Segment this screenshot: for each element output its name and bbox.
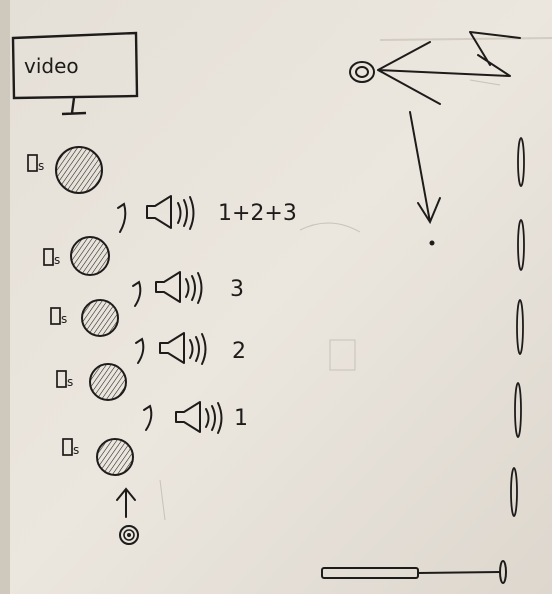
- timer-box-2: [43, 248, 54, 266]
- up-arrow: [116, 487, 136, 518]
- timer-box-1: [27, 154, 38, 172]
- start-spiral: [119, 525, 139, 545]
- timer-seconds-label: s: [67, 375, 73, 389]
- person-5: [96, 438, 134, 476]
- speaker-icon: [175, 401, 223, 434]
- sound-label-2: 3: [230, 277, 244, 302]
- timer-labels: s s s s s: [38, 159, 79, 457]
- video-screen: [11, 31, 139, 116]
- speaker-icon: [155, 271, 203, 304]
- timer-box-4: [56, 370, 67, 388]
- timer-box-5: [62, 438, 73, 456]
- turn-hooks: [117, 202, 153, 431]
- person-4: [89, 363, 127, 401]
- timer-seconds-label: s: [73, 443, 79, 457]
- pencil-ghost-marks: [159, 79, 501, 521]
- sound-label-1: 1+2+3: [218, 201, 297, 226]
- timers: [27, 154, 73, 456]
- timer-seconds-label: s: [38, 159, 44, 173]
- start-marker: [119, 525, 139, 545]
- sound-label-3: 2: [232, 339, 246, 364]
- down-arrow: [409, 111, 441, 246]
- speakers: [146, 195, 223, 434]
- timer-box-3: [50, 307, 61, 325]
- top-right-person: [349, 31, 521, 105]
- timer-seconds-label: s: [54, 253, 60, 267]
- sound-labels: 1+2+3 3 2 1: [218, 201, 297, 431]
- speaker-icon: [159, 332, 207, 365]
- bottom-bar: [321, 560, 507, 584]
- timer-seconds-label: s: [61, 312, 67, 326]
- screen-frame: [11, 31, 139, 100]
- person-3: [81, 299, 119, 337]
- person-1: [55, 146, 103, 194]
- person-2: [70, 236, 110, 276]
- people: [55, 146, 134, 476]
- turn-hook-1: [117, 202, 127, 233]
- paper-fold-line: [379, 37, 552, 41]
- sound-label-4: 1: [234, 406, 248, 431]
- screen-stand: [61, 97, 87, 116]
- paper-left-edge-shadow: [0, 0, 10, 594]
- turn-hook-2: [132, 280, 142, 307]
- speaker-icon: [146, 195, 195, 230]
- incoming-arrow: [377, 31, 521, 105]
- turn-hook-3: [135, 337, 145, 364]
- turn-hook-4: [143, 404, 153, 431]
- screen-label: video: [24, 54, 79, 78]
- dashed-path: [510, 137, 525, 517]
